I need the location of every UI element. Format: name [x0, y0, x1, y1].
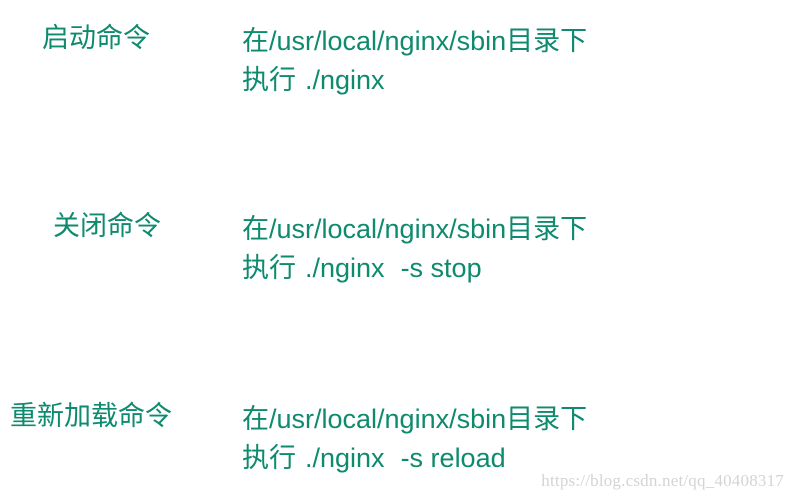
exec-command-start: ./nginx	[305, 65, 385, 96]
exec-args-stop: -s stop	[400, 253, 482, 284]
command-label-stop: 关闭命令	[53, 211, 161, 241]
watermark-text: https://blog.csdn.net/qq_40408317	[541, 471, 784, 490]
exec-prefix-start: 执行	[242, 65, 296, 96]
exec-prefix-stop: 执行	[242, 253, 296, 284]
command-label-reload: 重新加载命令	[10, 401, 172, 431]
command-row-stop: 关闭命令 在/usr/local/nginx/sbin目录下 执行 ./nginx…	[53, 210, 587, 288]
command-path-line-reload: 在/usr/local/nginx/sbin目录下	[242, 404, 588, 434]
exec-command-reload: ./nginx	[305, 443, 385, 474]
command-exec-line-reload: 执行 ./nginx -s reload	[242, 439, 587, 478]
exec-args-reload: -s reload	[400, 443, 506, 474]
command-exec-line-stop: 执行 ./nginx -s stop	[242, 249, 587, 288]
command-description-reload: 在/usr/local/nginx/sbin目录下 执行 ./nginx -s re…	[242, 400, 587, 478]
command-description-stop: 在/usr/local/nginx/sbin目录下 执行 ./nginx -s st…	[242, 210, 587, 288]
exec-prefix-reload: 执行	[242, 443, 296, 474]
command-row-reload: 重新加载命令 在/usr/local/nginx/sbin目录下 执行 ./ngi…	[10, 400, 587, 478]
command-label-start: 启动命令	[42, 23, 150, 53]
command-path-line-start: 在/usr/local/nginx/sbin目录下	[242, 26, 588, 56]
exec-command-stop: ./nginx	[305, 253, 385, 284]
command-description-start: 在/usr/local/nginx/sbin目录下 执行 ./nginx	[242, 22, 587, 100]
command-exec-line-start: 执行 ./nginx	[242, 61, 587, 100]
command-row-start: 启动命令 在/usr/local/nginx/sbin目录下 执行 ./nginx	[42, 22, 587, 100]
command-path-line-stop: 在/usr/local/nginx/sbin目录下	[242, 214, 588, 244]
